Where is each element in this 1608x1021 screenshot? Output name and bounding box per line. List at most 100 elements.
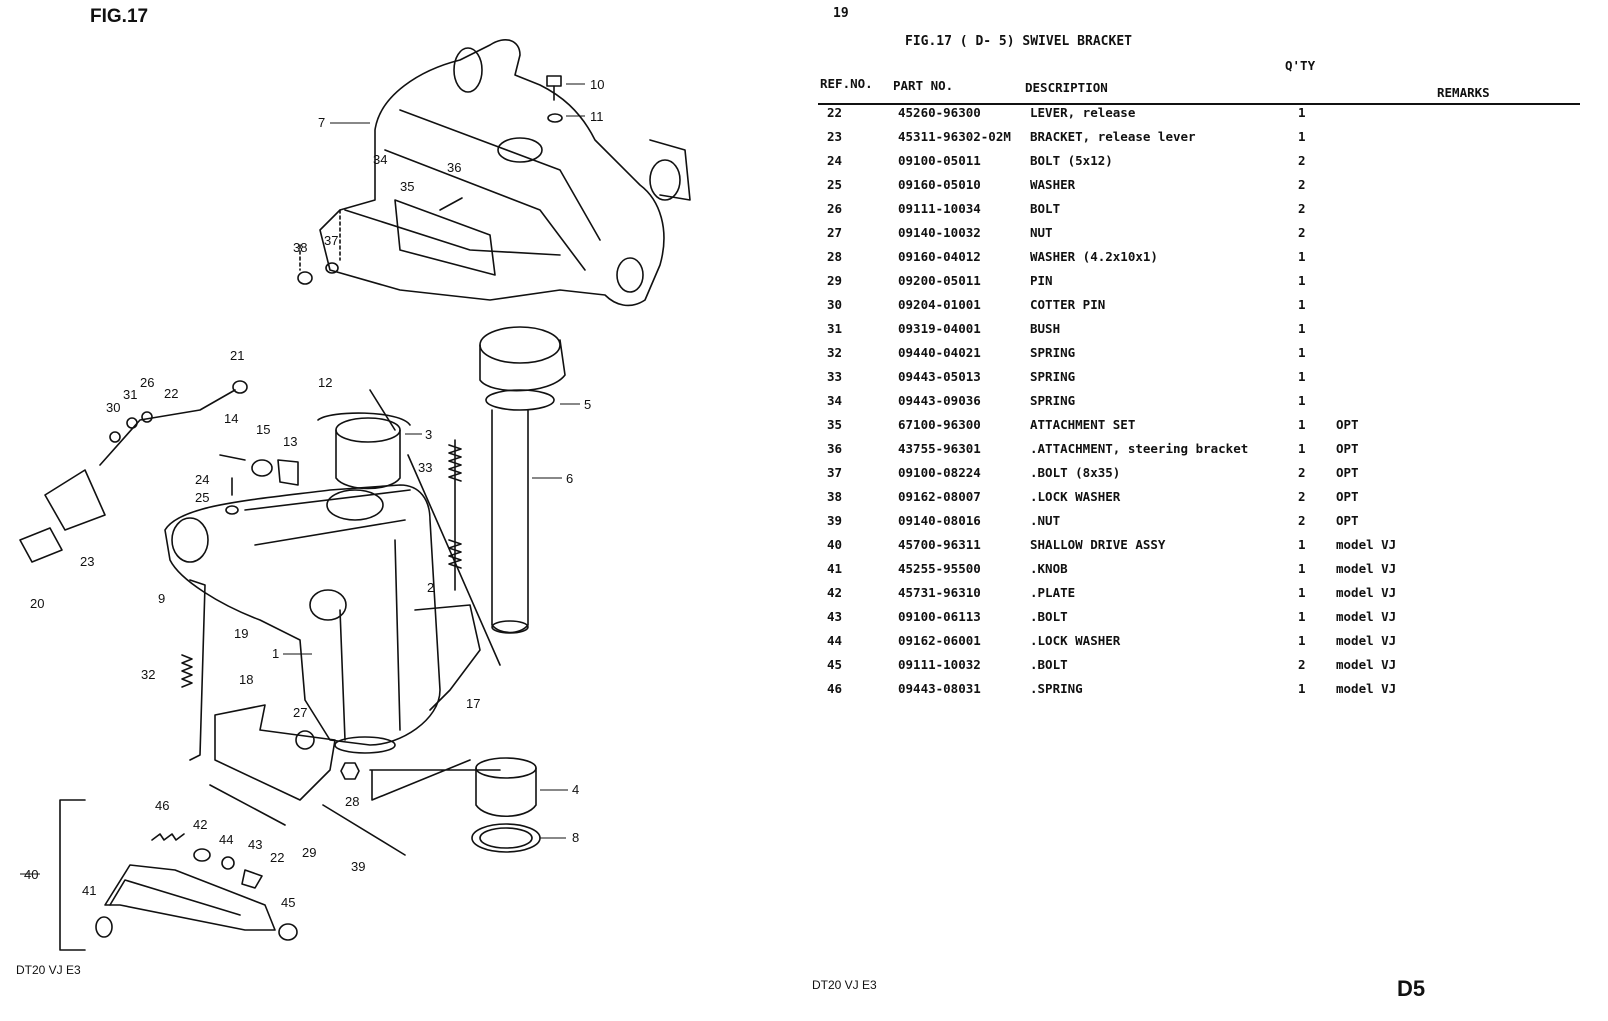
cell-description: SHALLOW DRIVE ASSY (1030, 537, 1166, 552)
header-rule (818, 103, 1580, 105)
cell-remarks: model VJ (1336, 609, 1397, 624)
cell-remarks: model VJ (1336, 681, 1397, 696)
cell-qty: 1 (1298, 369, 1306, 384)
callout: 44 (219, 832, 233, 847)
cell-remarks: model VJ (1336, 537, 1397, 552)
header-description: DESCRIPTION (1025, 80, 1108, 95)
cell-description: WASHER (4.2x10x1) (1030, 249, 1158, 264)
callout: 8 (572, 830, 579, 845)
cell-qty: 1 (1298, 681, 1306, 696)
header-remarks: REMARKS (1437, 85, 1490, 100)
cell-description: .KNOB (1030, 561, 1068, 576)
cell-ref: 37 (827, 465, 843, 480)
cell-qty: 1 (1298, 249, 1306, 264)
cell-part-no: 09140-10032 (898, 225, 981, 240)
cell-qty: 1 (1298, 129, 1306, 144)
cell-ref: 39 (827, 513, 843, 528)
cell-ref: 28 (827, 249, 843, 264)
cell-description: .BOLT (1030, 609, 1068, 624)
cell-description: BOLT (5x12) (1030, 153, 1113, 168)
cell-qty: 1 (1298, 393, 1306, 408)
cell-remarks: OPT (1336, 417, 1359, 432)
cell-remarks: model VJ (1336, 633, 1397, 648)
header-ref-no: REF.NO. (820, 76, 873, 91)
cell-qty: 1 (1298, 105, 1306, 120)
cell-part-no: 45731-96310 (898, 585, 981, 600)
cell-part-no: 09162-06001 (898, 633, 981, 648)
cell-remarks: OPT (1336, 489, 1359, 504)
cell-part-no: 09100-06113 (898, 609, 981, 624)
cell-qty: 1 (1298, 321, 1306, 336)
callout: 6 (566, 471, 573, 486)
callout: 1 (272, 646, 279, 661)
cell-description: SPRING (1030, 345, 1076, 360)
callout: 12 (318, 375, 332, 390)
cell-description: .BOLT (8x35) (1030, 465, 1121, 480)
callout: 25 (195, 490, 209, 505)
cell-ref: 42 (827, 585, 843, 600)
cell-remarks: model VJ (1336, 561, 1397, 576)
cell-ref: 34 (827, 393, 843, 408)
cell-description: .LOCK WASHER (1030, 633, 1121, 648)
cell-qty: 2 (1298, 489, 1306, 504)
cell-remarks: model VJ (1336, 657, 1397, 672)
callout: 32 (141, 667, 155, 682)
cell-part-no: 09111-10032 (898, 657, 981, 672)
cell-ref: 32 (827, 345, 843, 360)
cell-ref: 44 (827, 633, 843, 648)
cell-qty: 2 (1298, 513, 1306, 528)
cell-description: WASHER (1030, 177, 1076, 192)
callout: 41 (82, 883, 96, 898)
cell-description: ATTACHMENT SET (1030, 417, 1136, 432)
callout: 38 (293, 240, 307, 255)
cell-part-no: 45255-95500 (898, 561, 981, 576)
cell-ref: 24 (827, 153, 843, 168)
cell-ref: 46 (827, 681, 843, 696)
cell-ref: 35 (827, 417, 843, 432)
cell-qty: 1 (1298, 417, 1306, 432)
cell-part-no: 09319-04001 (898, 321, 981, 336)
callout: 45 (281, 895, 295, 910)
cell-part-no: 45311-96302-02M (898, 129, 1011, 144)
cell-description: BOLT (1030, 201, 1061, 216)
header-qty: Q'TY (1285, 58, 1316, 73)
callout: 43 (248, 837, 262, 852)
cell-part-no: 09140-08016 (898, 513, 981, 528)
callout: 22 (270, 850, 284, 865)
callout: 34 (373, 152, 387, 167)
cell-ref: 38 (827, 489, 843, 504)
callout: 40 (24, 867, 38, 882)
cell-ref: 30 (827, 297, 843, 312)
cell-remarks: OPT (1336, 441, 1359, 456)
cell-description: LEVER, release (1030, 105, 1136, 120)
cell-part-no: 09111-10034 (898, 201, 981, 216)
callout: 21 (230, 348, 244, 363)
cell-description: .ATTACHMENT, steering bracket (1030, 441, 1249, 456)
cell-part-no: 45700-96311 (898, 537, 981, 552)
figure-title: FIG.17 ( D- 5) SWIVEL BRACKET (905, 34, 1132, 49)
cell-part-no: 09200-05011 (898, 273, 981, 288)
callout: 22 (164, 386, 178, 401)
callout: 26 (140, 375, 154, 390)
cell-ref: 23 (827, 129, 843, 144)
cell-qty: 1 (1298, 609, 1306, 624)
callout: 9 (158, 591, 165, 606)
cell-ref: 29 (827, 273, 843, 288)
callout: 20 (30, 596, 44, 611)
header-part-no: PART NO. (893, 78, 954, 93)
callout: 23 (80, 554, 94, 569)
cell-ref: 27 (827, 225, 843, 240)
cell-description: .BOLT (1030, 657, 1068, 672)
cell-description: .SPRING (1030, 681, 1083, 696)
cell-description: COTTER PIN (1030, 297, 1106, 312)
callout: 5 (584, 397, 591, 412)
cell-part-no: 09160-05010 (898, 177, 981, 192)
cell-qty: 1 (1298, 273, 1306, 288)
cell-ref: 40 (827, 537, 843, 552)
cell-part-no: 09160-04012 (898, 249, 981, 264)
callout: 46 (155, 798, 169, 813)
callout: 7 (318, 115, 325, 130)
cell-part-no: 09443-08031 (898, 681, 981, 696)
cell-qty: 1 (1298, 345, 1306, 360)
callout: 30 (106, 400, 120, 415)
